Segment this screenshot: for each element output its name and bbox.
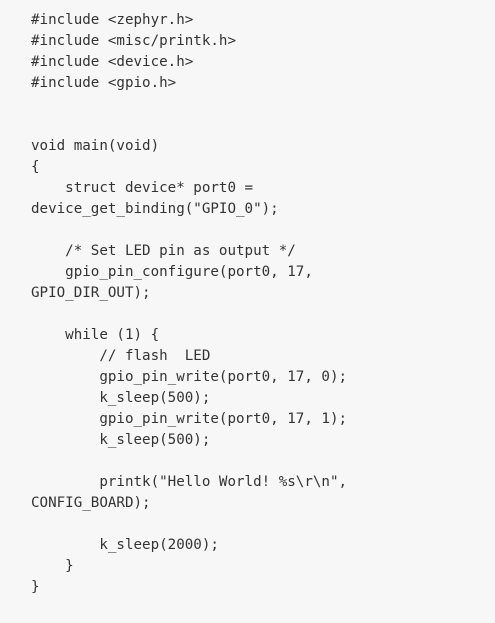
code-line: #include <misc/printk.h> [31, 33, 236, 49]
code-line: } [31, 558, 74, 574]
code-line: gpio_pin_write(port0, 17, 0); [31, 369, 348, 385]
code-line: { [31, 159, 40, 175]
code-line: #include <zephyr.h> [31, 12, 194, 28]
code-line: // flash LED [31, 348, 211, 364]
code-line: GPIO_DIR_OUT); [31, 285, 151, 301]
code-line: } [31, 579, 40, 595]
code-line: printk("Hello World! %s\r\n", [31, 474, 348, 490]
code-line: /* Set LED pin as output */ [31, 243, 296, 259]
code-line: k_sleep(2000); [31, 537, 219, 553]
code-line [31, 451, 481, 472]
code-line [31, 514, 481, 535]
code-line: #include <gpio.h> [31, 75, 177, 91]
code-line: void main(void) [31, 138, 160, 154]
code-line: gpio_pin_write(port0, 17, 1); [31, 411, 348, 427]
code-line [31, 220, 481, 241]
code-line: k_sleep(500); [31, 432, 211, 448]
code-line: device_get_binding("GPIO_0"); [31, 201, 279, 217]
code-line [31, 304, 481, 325]
code-listing: #include <zephyr.h> #include <misc/print… [31, 10, 481, 598]
code-line: gpio_pin_configure(port0, 17, [31, 264, 313, 280]
code-line: struct device* port0 = [31, 180, 254, 196]
code-line: CONFIG_BOARD); [31, 495, 151, 511]
code-line [31, 115, 481, 136]
code-line: while (1) { [31, 327, 160, 343]
code-line: #include <device.h> [31, 54, 194, 70]
code-line: k_sleep(500); [31, 390, 211, 406]
code-line [31, 94, 481, 115]
